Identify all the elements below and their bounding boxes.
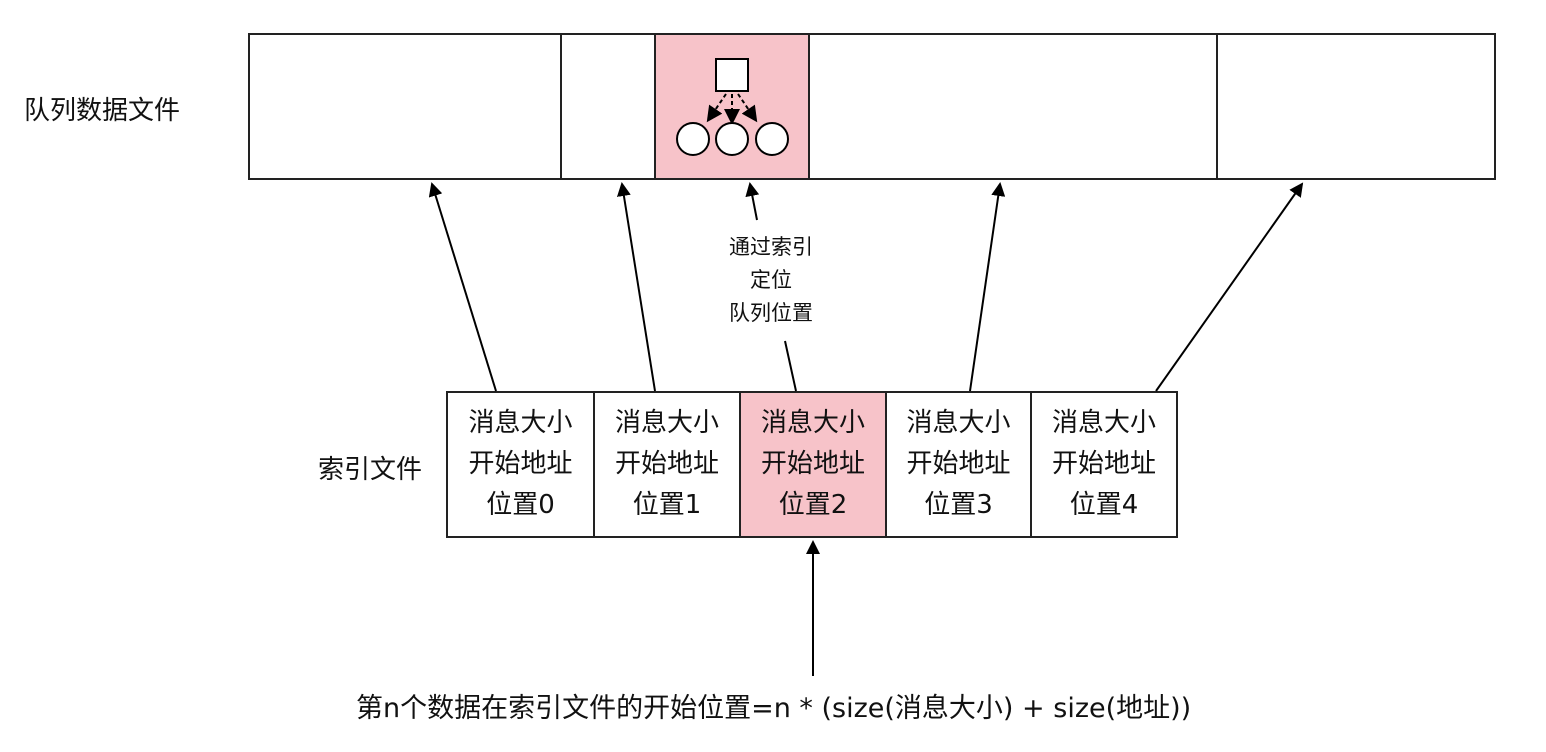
arrow-entry4-to-segment4 <box>1155 182 1304 392</box>
entry-position-label: 位置3 <box>924 490 993 520</box>
arrow-entry1-to-segment1 <box>616 182 656 392</box>
locate-annotation: 通过索引 定位 队列位置 <box>700 231 842 330</box>
tree-edge-right <box>737 93 758 123</box>
queue-segment-0 <box>248 33 562 180</box>
arrow-entry2-lower-line <box>784 340 797 392</box>
entry-address-label: 开始地址 <box>468 449 573 479</box>
annotation-line-2: 定位 <box>750 268 792 292</box>
entry-size-label: 消息大小 <box>906 408 1011 438</box>
entry-position-label: 位置0 <box>486 490 555 520</box>
entry-address-label: 开始地址 <box>614 449 719 479</box>
entry-address-label: 开始地址 <box>760 449 865 479</box>
entry-position-label: 位置1 <box>632 490 702 520</box>
arrow-entry2-to-segment2 <box>745 182 760 221</box>
queue-segment-2-highlighted <box>654 33 810 180</box>
queue-segment-1 <box>560 33 656 180</box>
entry-position-label: 位置4 <box>1069 490 1139 520</box>
tree-structure-icon <box>676 58 789 156</box>
index-entry-1: 消息大小 开始地址 位置1 <box>593 391 741 538</box>
tree-child-node-right <box>755 122 789 156</box>
entry-address-label: 开始地址 <box>1051 449 1156 479</box>
entry-size-label: 消息大小 <box>1051 408 1156 438</box>
tree-edge-left <box>706 93 727 123</box>
index-file-label: 索引文件 <box>318 455 423 485</box>
queue-segment-4 <box>1216 33 1496 180</box>
tree-child-node-middle <box>715 122 749 156</box>
entry-address-label: 开始地址 <box>906 449 1011 479</box>
annotation-line-1: 通过索引 <box>729 235 813 259</box>
annotation-line-3: 队列位置 <box>729 301 813 325</box>
entry-size-label: 消息大小 <box>760 408 865 438</box>
entry-size-label: 消息大小 <box>468 408 573 438</box>
entry-position-label: 位置2 <box>778 490 848 520</box>
index-entry-2-highlighted: 消息大小 开始地址 位置2 <box>739 391 887 538</box>
arrow-entry3-to-segment3 <box>969 182 1006 392</box>
index-entry-4: 消息大小 开始地址 位置4 <box>1030 391 1178 538</box>
entry-size-label: 消息大小 <box>614 408 719 438</box>
arrow-entry0-to-segment0 <box>428 182 497 392</box>
tree-child-node-left <box>676 122 710 156</box>
queue-file-label: 队列数据文件 <box>24 96 181 126</box>
index-entry-0: 消息大小 开始地址 位置0 <box>446 391 595 538</box>
formula-text: 第n个数据在索引文件的开始位置=n * (size(消息大小) + size(地… <box>356 693 1192 724</box>
queue-segment-3 <box>808 33 1218 180</box>
tree-root-node <box>715 58 749 92</box>
index-entry-3: 消息大小 开始地址 位置3 <box>885 391 1032 538</box>
